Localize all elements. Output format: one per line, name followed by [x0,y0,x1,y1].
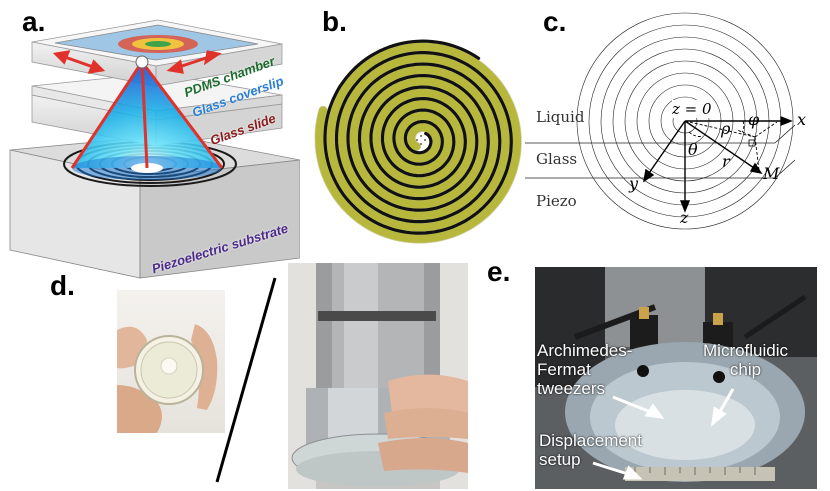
archimedes-spiral-drawing [314,39,522,244]
spiral-center-mark [416,135,426,145]
panel-a-label: a. [22,6,46,37]
panel-e: e. [470,250,830,491]
annotation-displacement-setup: Displacement setup [539,431,642,469]
panel-c: c. Liquid Glass Piezo z = [525,0,830,240]
photo-handheld-device [117,290,225,433]
symbol-rho: ρ [721,119,731,138]
coordinate-system-diagram [525,12,796,230]
origin-label: z = 0 [672,100,712,118]
spiral-electrode-yellow [315,42,521,243]
projection-lines [684,120,778,171]
point-label-m: M [763,164,780,183]
acoustic-vortex-cone [70,55,224,180]
annotation-arrows [592,388,735,480]
panel-c-label: c. [543,6,567,37]
panel-a: a. [0,0,300,280]
axis-label-z: z [680,208,689,227]
panel-separator-line [215,277,277,483]
displacement-arrows [52,50,222,74]
panel-b-label: b. [322,6,347,37]
photo-setup-closeup [288,263,468,489]
layer-planes [525,124,796,179]
panel-e-label: e. [487,256,511,287]
region-label-liquid: Liquid [536,108,585,126]
right-angle-mark [748,139,756,147]
symbol-theta: θ [688,140,698,159]
panel-d: d. [0,250,470,491]
spiral-electrode-outline [314,42,522,244]
panel-b: b. [300,0,530,250]
axis-label-y: y [629,174,639,193]
region-label-piezo: Piezo [536,192,577,210]
symbol-phi: φ [748,110,760,129]
photo-experimental-setup: Archimedes- Fermat tweezers Microfluidic… [535,267,817,489]
axis-label-x: x [797,110,807,129]
symbol-r: r [722,152,730,171]
annotation-microfluidic-chip: Microfluidic chip [703,341,789,379]
axes [643,115,793,213]
spiral-electrode-black [323,39,513,235]
panel-d-label: d. [50,270,75,301]
device-stack-illustration [9,19,300,279]
region-label-glass: Glass [536,150,578,168]
annotation-tweezers: Archimedes- Fermat tweezers [537,341,633,398]
